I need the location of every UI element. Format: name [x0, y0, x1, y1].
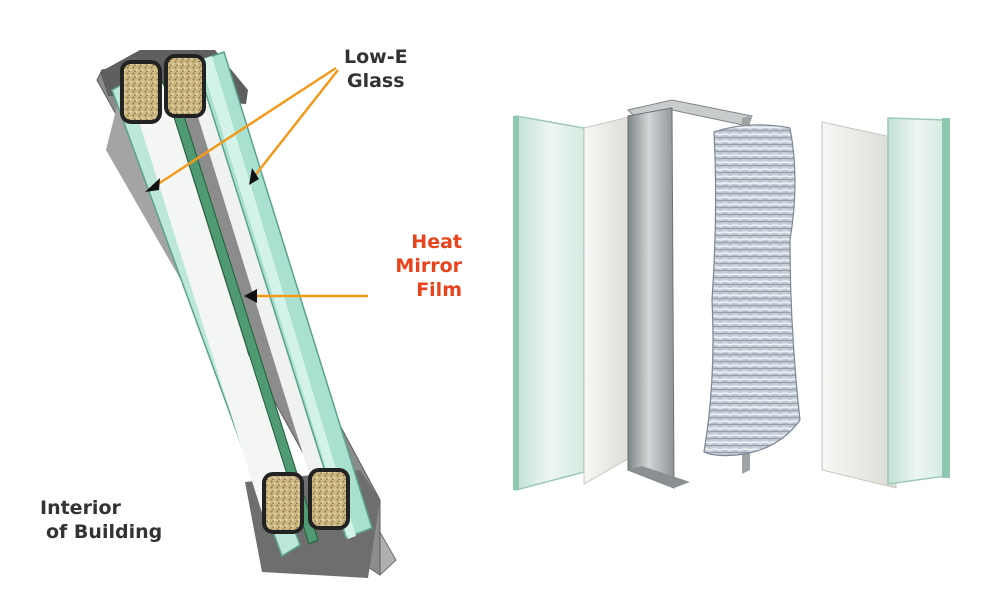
arrowhead-icon: [249, 168, 259, 185]
heat-mirror-film-label: Heat Mirror Film: [374, 230, 462, 302]
leader-lines: [151, 66, 368, 298]
spacer-bottom-outer: [308, 468, 350, 530]
heat-mirror-label-line1: Heat: [411, 231, 462, 253]
interior-label-line1: Interior: [40, 497, 121, 519]
exterior-glass-edge: [200, 56, 356, 539]
spacer-top-outer: [164, 54, 206, 118]
glass-pane-left: [515, 115, 585, 491]
low-e-label-line1: Low-E: [344, 46, 408, 68]
arrowhead-icon: [244, 289, 257, 303]
glass-pane-right-edge: [942, 118, 950, 478]
low-e-glass-label: Low-E Glass: [344, 45, 408, 93]
low-e-coating-right: [821, 121, 897, 489]
glass-pane-left-edge: [513, 116, 519, 490]
arrowhead-icon: [145, 178, 160, 192]
spacer-frame-side: [627, 107, 675, 489]
interior-of-building-label: Interior of Building: [40, 496, 162, 544]
spacer-top-inner: [120, 60, 162, 124]
leader-low-e-inner: [151, 66, 337, 190]
low-e-label-line2: Glass: [347, 70, 405, 92]
exploded-assembly: [513, 99, 950, 491]
glass-pane-right: [887, 117, 947, 485]
spacer-frame-bottom: [628, 466, 690, 488]
spacer-bottom-inner: [262, 472, 304, 534]
heat-mirror-label-line3: Film: [416, 279, 462, 301]
low-e-coating-left: [583, 115, 634, 485]
arrowheads: [145, 168, 259, 303]
leader-low-e-outer: [252, 69, 339, 179]
window-cross-section: [96, 50, 397, 578]
interior-label-line2: of Building: [46, 521, 163, 543]
heat-mirror-film-roll: [703, 124, 801, 457]
heat-mirror-label-line2: Mirror: [395, 255, 462, 277]
air-space-inner: [131, 84, 300, 532]
